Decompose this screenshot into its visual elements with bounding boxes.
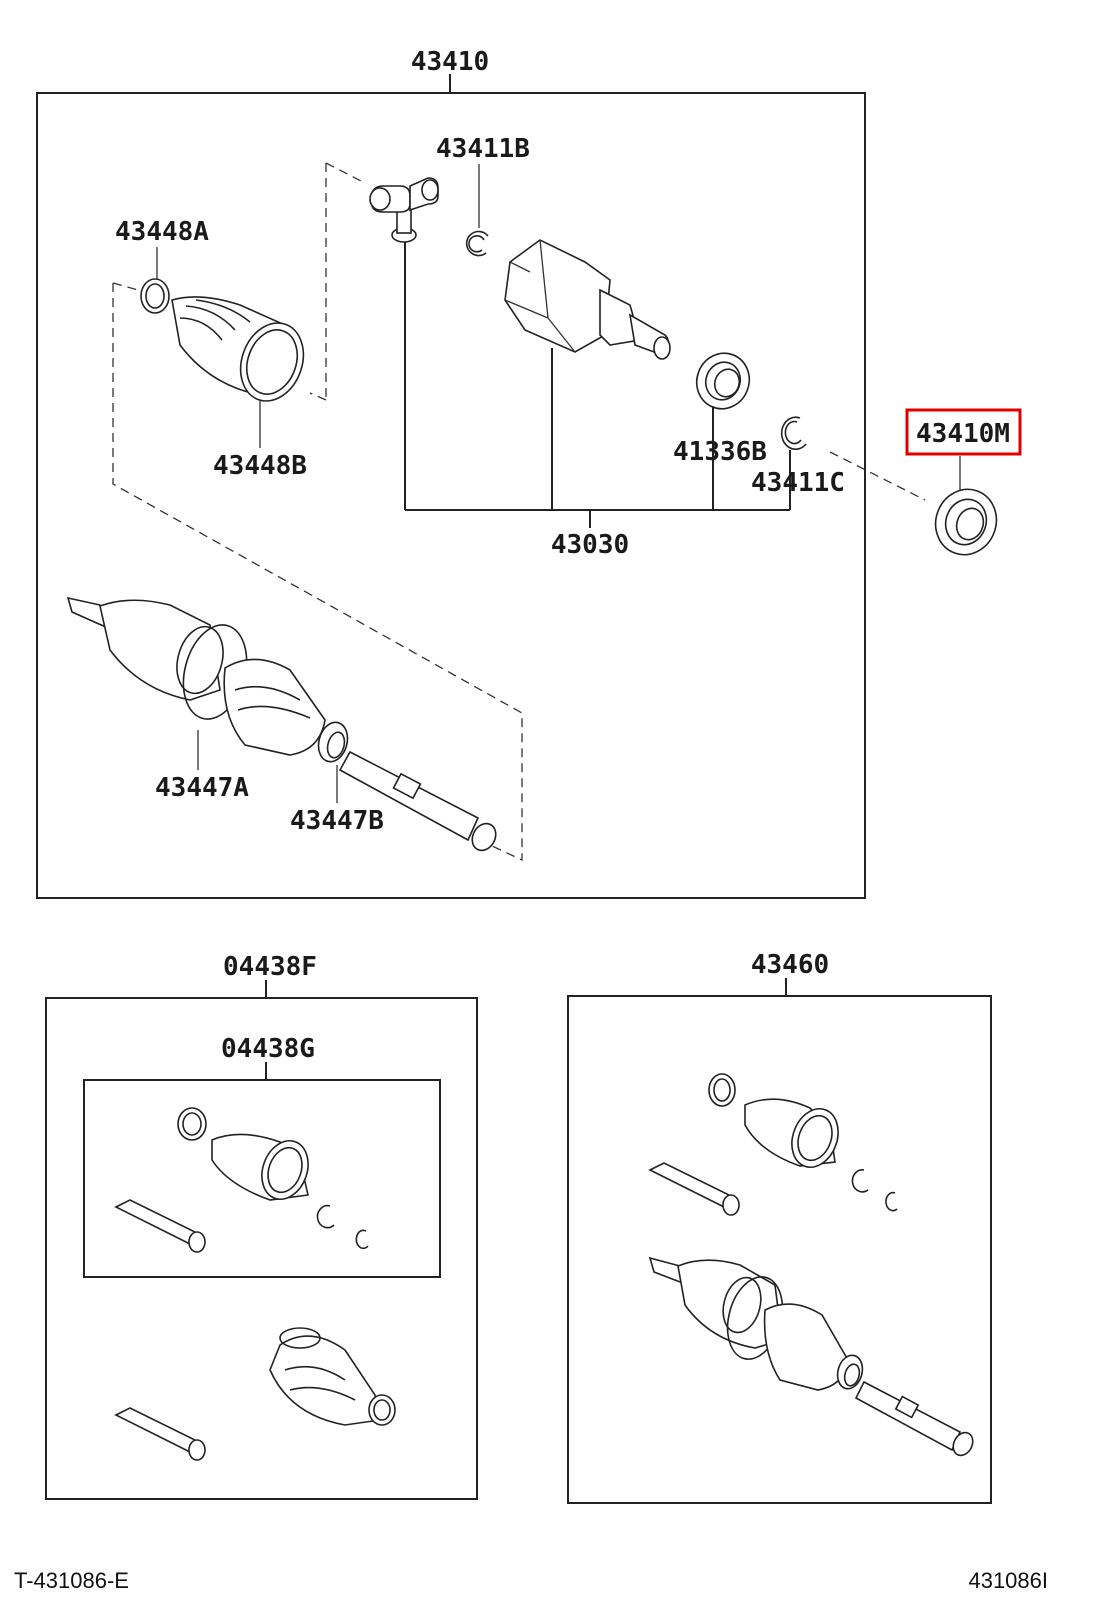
- inboard-joint-housing-part: [504, 239, 671, 360]
- label-43448a[interactable]: 43448A: [115, 217, 209, 247]
- outer-kit-boot-part: [114, 1327, 396, 1461]
- inner-kit-boot-part: [114, 1107, 369, 1253]
- oil-seal-41336b-part: [695, 352, 751, 410]
- shaft-assy-boot-part: [648, 1073, 898, 1216]
- footer-right-code: 431086I: [968, 1568, 1048, 1593]
- shaft-assy-frame: [567, 995, 992, 1504]
- highlight-frame: [905, 408, 1022, 456]
- label-43447b[interactable]: 43447B: [290, 806, 384, 836]
- boot-kit-inner-frame: [83, 1079, 441, 1278]
- shaft-assy-group: 43460: [567, 950, 992, 1504]
- label-43448b[interactable]: 43448B: [213, 451, 307, 481]
- oil-seal-43410m-part: [934, 488, 998, 556]
- label-43447a[interactable]: 43447A: [155, 773, 249, 803]
- snap-ring-43411b-part: [465, 230, 489, 257]
- label-43410m[interactable]: 43410M: [916, 419, 1010, 449]
- boot-kit-group: 04438F 04438G: [45, 952, 478, 1500]
- label-41336b[interactable]: 41336B: [673, 437, 767, 467]
- main-assembly-group: 43410: [36, 47, 866, 899]
- snap-ring-43411c-part: [780, 416, 807, 451]
- label-43411c[interactable]: 43411C: [751, 468, 845, 498]
- shaft-assy-shaft-part: [648, 1256, 974, 1457]
- boot-kit-outer-frame: [45, 997, 478, 1500]
- label-04438g[interactable]: 04438G: [221, 1034, 315, 1064]
- dashed-frame-boot-shaft: [112, 283, 523, 862]
- label-43410[interactable]: 43410: [411, 47, 489, 77]
- tripod-joint-part: [369, 177, 439, 243]
- label-43460[interactable]: 43460: [751, 950, 829, 980]
- footer-left-code: T-431086-E: [14, 1568, 129, 1593]
- drive-shaft-part: [66, 596, 497, 852]
- label-43411b[interactable]: 43411B: [436, 134, 530, 164]
- highlighted-part-group: 43410M: [829, 408, 1022, 556]
- dashed-frame-inner-joint: [325, 162, 366, 184]
- inner-boot-part: [140, 278, 305, 402]
- label-04438f[interactable]: 04438F: [223, 952, 317, 982]
- label-43030[interactable]: 43030: [551, 530, 629, 560]
- bracket-43030: [404, 242, 791, 528]
